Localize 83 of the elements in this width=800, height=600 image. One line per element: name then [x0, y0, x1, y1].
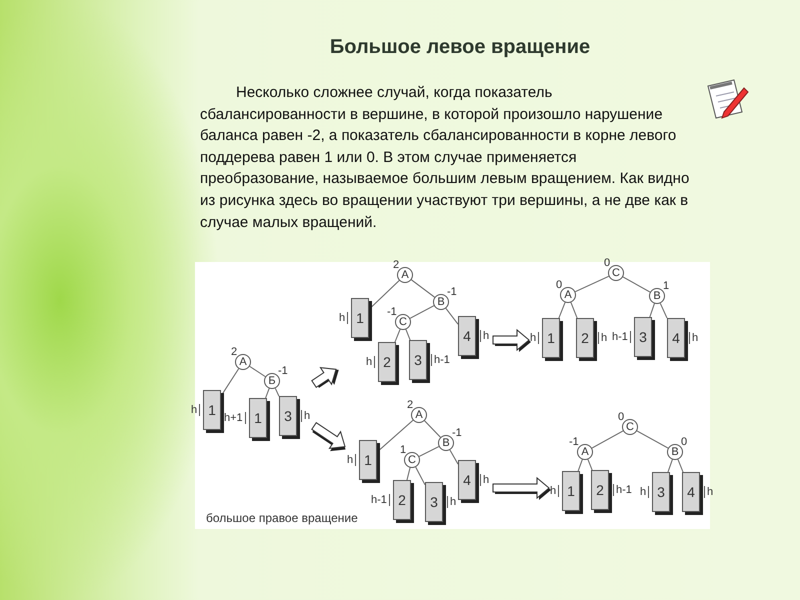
subtree-rect: 3: [652, 472, 670, 512]
tree-edge: [418, 446, 440, 457]
balance-factor: 0: [556, 279, 562, 291]
balance-factor: -1: [278, 365, 288, 377]
block-arrow: [492, 328, 531, 352]
subtree-rect: 1: [351, 298, 369, 338]
balance-factor: 0: [618, 411, 624, 423]
balance-factor: 2: [393, 259, 400, 271]
subtree-rect: 1: [542, 318, 560, 358]
balance-factor: -1: [569, 436, 579, 448]
subtree-rect: 1: [359, 440, 377, 480]
subtree-rect: 2: [591, 470, 609, 510]
tree-edge: [649, 303, 655, 318]
tree-edge: [574, 276, 610, 292]
subtree-rect: 3: [279, 396, 297, 436]
subtree-rect: 2: [378, 342, 396, 382]
tree-edge: [249, 366, 266, 378]
balance-factor: 2: [407, 399, 414, 411]
tree-edge: [410, 279, 436, 298]
height-label: h: [345, 454, 356, 466]
tree-edge: [636, 430, 668, 449]
tree-edge: [274, 388, 280, 397]
height-label: h: [337, 312, 348, 324]
balance-factor: 2: [231, 346, 238, 358]
height-label: h: [480, 474, 492, 486]
height-label: h: [638, 486, 650, 498]
block-arrow: [311, 422, 346, 452]
tree-edge: [570, 302, 578, 318]
balance-factor: -1: [452, 427, 462, 439]
tree-edge: [677, 458, 684, 472]
paragraph-text: Несколько сложнее случай, когда показатель сбалансированности в вершине, в которой произошло нарушение баланса равен -2, а показатель сбалансированности в корне левого поддерева равен 1 или 0. В этом случае применяется преобразование, называемое большим левым вращением. Как видно из рисунка здесь во вращении участвуют три вершины, а не две как в случае малых вращений.: [200, 83, 690, 233]
height-label: h-1: [613, 484, 634, 496]
height-label: h-1: [431, 354, 452, 366]
height-label: h-1: [369, 494, 390, 506]
subtree-rect: 1: [249, 398, 267, 438]
tree-edge: [668, 459, 673, 472]
tree-edge: [406, 467, 411, 480]
height-label: h: [189, 404, 200, 416]
tree-edge: [445, 308, 458, 325]
balance-factor: -1: [387, 306, 397, 318]
height-label: h-1: [610, 331, 631, 343]
subtree-rect: 2: [393, 480, 411, 520]
subtree-rect: 2: [576, 318, 594, 358]
subtree-rect: 3: [425, 482, 443, 522]
balance-factor: 0: [604, 257, 610, 269]
balance-factor: 1: [400, 444, 406, 456]
slide-title: Большое левое вращение: [328, 36, 592, 59]
balance-factor: 1: [663, 280, 670, 292]
height-label: h: [301, 410, 312, 422]
height-label: h: [528, 332, 540, 344]
tree-edge: [415, 466, 426, 486]
subtree-rect: 1: [562, 471, 580, 511]
tree-edge: [592, 430, 624, 449]
tree-edge: [405, 328, 411, 340]
tree-edge: [660, 302, 668, 319]
balance-factor: 0: [681, 436, 688, 448]
height-label: h: [704, 486, 716, 498]
block-arrow: [492, 476, 551, 500]
figure-caption: большое правое вращение: [206, 511, 358, 525]
height-label: h: [480, 330, 492, 342]
height-label: h: [548, 485, 560, 497]
subtree-rect: 4: [682, 472, 700, 512]
subtree-rect: 4: [458, 460, 476, 500]
block-arrow: [311, 367, 339, 388]
subtree-rect: 4: [458, 316, 476, 356]
subtree-rect: 1: [203, 390, 221, 430]
tree-edge: [265, 388, 270, 398]
tree-edge: [410, 305, 434, 319]
height-label: h: [364, 356, 376, 368]
tree-edge: [394, 328, 401, 342]
tree-edge: [587, 458, 593, 470]
subtree-rect: 4: [667, 318, 685, 358]
tree-edge: [622, 276, 651, 293]
height-label: h+1: [222, 412, 246, 424]
height-label: h: [689, 332, 700, 344]
tree-edge: [424, 420, 441, 438]
tree-edge: [578, 459, 583, 472]
tree-edge: [449, 449, 458, 465]
subtree-rect: 3: [409, 340, 427, 380]
balance-factor: -1: [447, 286, 457, 298]
tree-edge: [558, 302, 566, 318]
subtree-rect: 3: [634, 317, 652, 357]
height-label: h: [598, 332, 610, 344]
